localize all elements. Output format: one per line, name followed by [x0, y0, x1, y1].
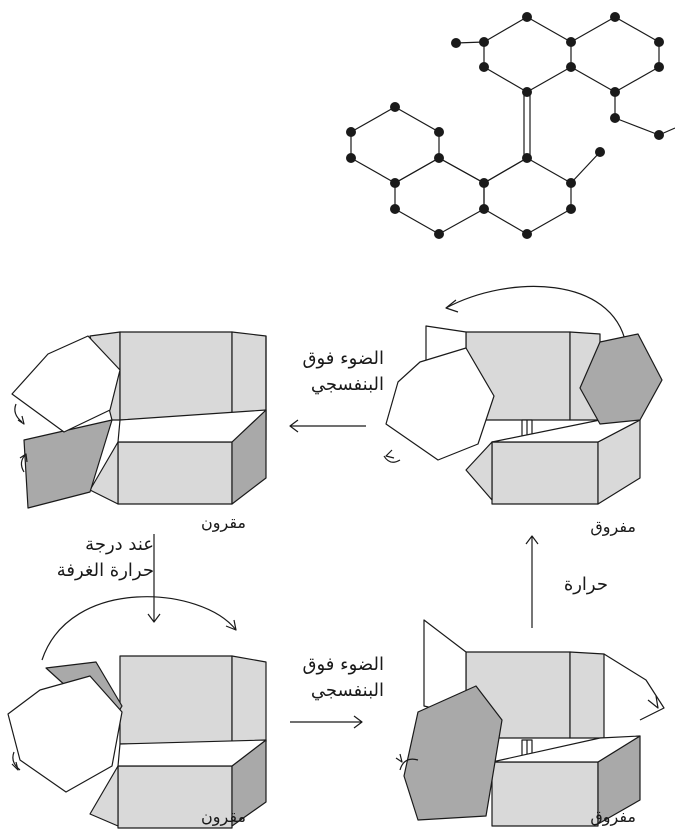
room-temp-line2: حرارة الغرفة [56, 560, 154, 581]
curved-arrow-top [445, 285, 627, 345]
molecule-structure [346, 12, 675, 239]
curved-arrow-bottom-left [41, 596, 237, 661]
ring-lower-middle [394, 157, 485, 235]
structure-bottom-right [395, 619, 665, 827]
folded-label-bottom: مقرون [201, 807, 246, 826]
ring-lower-right [483, 157, 572, 235]
structure-bottom-left [7, 596, 267, 829]
ring-right-edge [614, 92, 675, 136]
folded-label-top: مقرون [201, 513, 246, 532]
unfolded-label-bottom: مفروق [590, 807, 636, 826]
structure-top-left [11, 331, 267, 509]
room-temp-line1: عند درجة [85, 534, 154, 555]
room-temperature-label: عند درجة حرارة الغرفة [32, 532, 154, 584]
uv-label-top-line2: البنفسجي [310, 374, 384, 395]
uv-label-bottom-line1: الضوء فوق [302, 654, 384, 675]
unfolded-label-top: مفروق [590, 517, 636, 536]
ring-upper-right [570, 16, 660, 93]
structure-top-right [383, 285, 663, 505]
uv-light-label-bottom: الضوء فوق البنفسجي [292, 652, 384, 704]
ring-lower-left [350, 106, 440, 184]
ring-upper-left [483, 16, 572, 93]
uv-label-top-line1: الضوء فوق [302, 348, 384, 369]
heat-label: حرارة [563, 574, 608, 595]
uv-light-label-top: الضوء فوق البنفسجي [292, 346, 384, 398]
reaction-arrows [147, 419, 539, 729]
uv-label-bottom-line2: البنفسجي [310, 680, 384, 701]
